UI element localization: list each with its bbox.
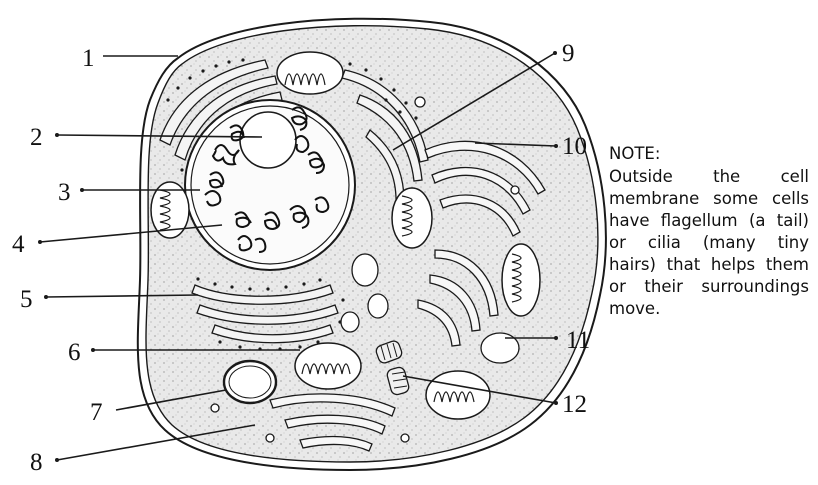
label-11: 11 [566, 327, 590, 354]
mitochondrion [295, 343, 361, 389]
label-5: 5 [20, 286, 33, 313]
label-2: 2 [30, 124, 43, 151]
mitochondrion [426, 371, 490, 419]
label-1: 1 [82, 45, 95, 72]
note-heading: NOTE: [609, 143, 809, 165]
mitochondrion [392, 188, 432, 248]
note-text: Outside the cell membrane some cells hav… [609, 166, 809, 320]
note-box: NOTE: Outside the cell membrane some cel… [609, 143, 809, 320]
label-10: 10 [562, 133, 587, 160]
vacuole [224, 361, 276, 403]
label-9: 9 [562, 40, 575, 67]
mitochondrion [277, 52, 343, 94]
label-3: 3 [58, 179, 71, 206]
label-12: 12 [562, 391, 587, 418]
mitochondrion [502, 244, 540, 316]
label-7: 7 [90, 399, 103, 426]
nucleus [185, 100, 355, 270]
label-8: 8 [30, 449, 43, 476]
label-4: 4 [12, 231, 25, 258]
nucleolus [240, 112, 296, 168]
label-6: 6 [68, 339, 81, 366]
